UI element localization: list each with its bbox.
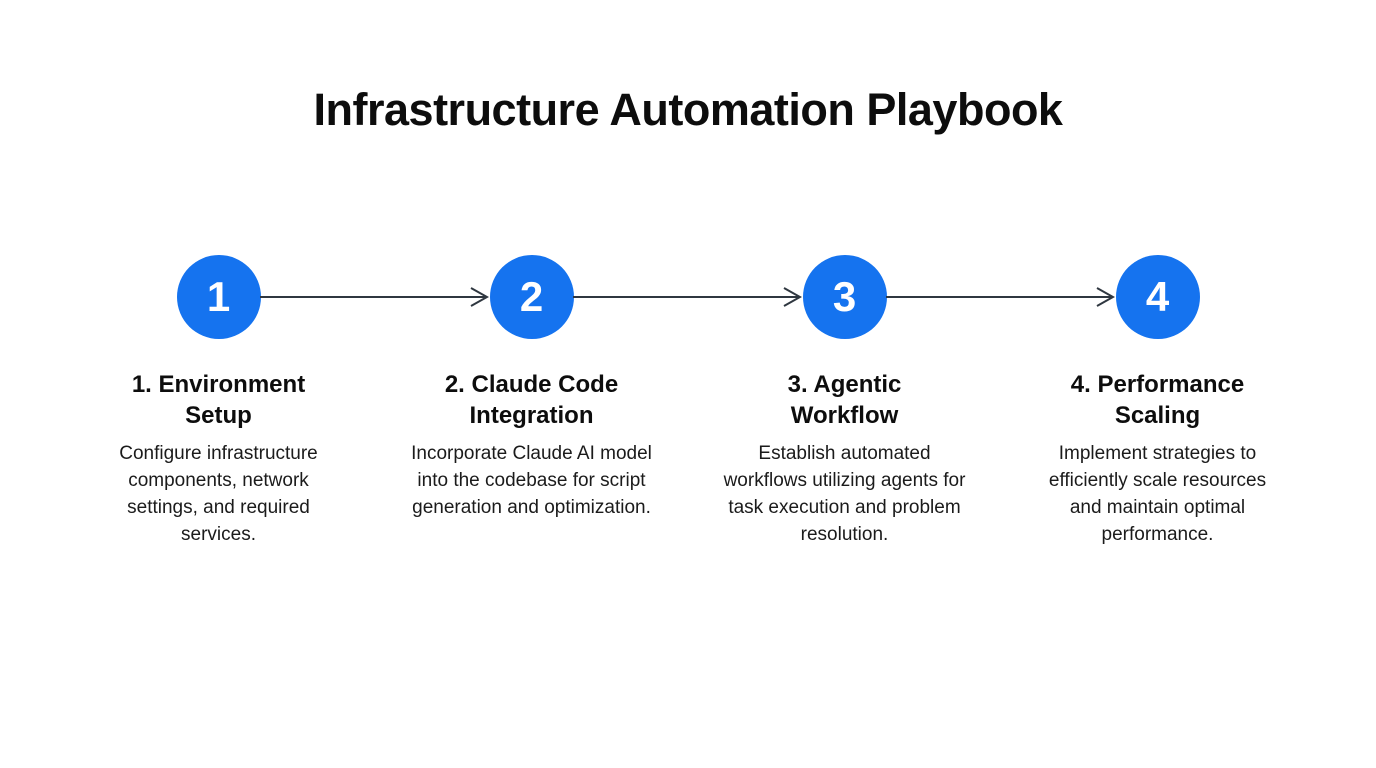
step-1: 1 1. Environment Setup Configure infrast… xyxy=(62,255,375,548)
step-4-number-badge: 4 xyxy=(1115,255,1200,339)
page-title: Infrastructure Automation Playbook xyxy=(313,84,1063,135)
step-1-number-badge: 1 xyxy=(176,255,261,339)
step-4-title: 4. Performance Scaling xyxy=(1070,371,1245,429)
step-3-description: Establish automated workflows utilizing … xyxy=(723,443,966,545)
step-1-title: 1. Environment Setup xyxy=(131,371,306,429)
step-2-description: Incorporate Claude AI model into the cod… xyxy=(411,443,652,518)
step-3-number: 3 xyxy=(832,273,857,320)
step-2-number: 2 xyxy=(519,273,544,320)
step-2: 2 2. Claude Code Integration Incorporate… xyxy=(375,255,688,548)
step-4-description: Implement strategies to efficiently scal… xyxy=(1048,443,1267,545)
step-3: 3 3. Agentic Workflow Establish automate… xyxy=(688,255,1001,548)
step-3-title: 3. Agentic Workflow xyxy=(787,371,902,429)
step-4: 4 4. Performance Scaling Implement strat… xyxy=(1001,255,1314,548)
step-2-title: 2. Claude Code Integration xyxy=(444,371,619,429)
steps-row: 1 1. Environment Setup Configure infrast… xyxy=(62,255,1314,548)
step-1-description: Configure infrastructure components, net… xyxy=(119,443,318,545)
arrow-icon-step1-to-step2 xyxy=(260,287,489,307)
step-1-number: 1 xyxy=(206,273,231,320)
step-3-number-badge: 3 xyxy=(802,255,887,339)
step-2-number-badge: 2 xyxy=(489,255,574,339)
step-4-number: 4 xyxy=(1145,273,1170,320)
arrow-icon-step2-to-step3 xyxy=(573,287,802,307)
arrow-icon-step3-to-step4 xyxy=(886,287,1115,307)
